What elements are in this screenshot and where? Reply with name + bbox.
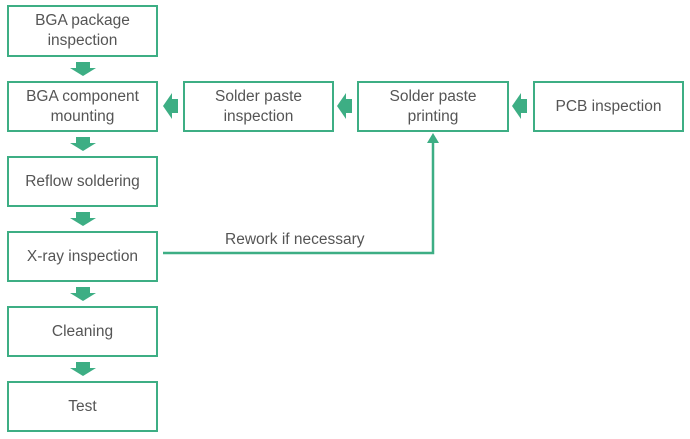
- arrow-down-5: [70, 362, 96, 376]
- arrow-down-1: [70, 62, 96, 76]
- arrow-left-2: [337, 93, 352, 119]
- arrow-left-3: [512, 93, 527, 119]
- step-xray-inspection: X-ray inspection: [7, 231, 158, 282]
- arrow-left-1: [163, 93, 178, 119]
- step-solder-paste-printing: Solder paste printing: [357, 81, 509, 132]
- step-cleaning: Cleaning: [7, 306, 158, 357]
- step-reflow-soldering: Reflow soldering: [7, 156, 158, 207]
- rework-arrowhead: [427, 133, 439, 143]
- step-pcb-inspection: PCB inspection: [533, 81, 684, 132]
- step-solder-paste-inspection: Solder paste inspection: [183, 81, 334, 132]
- arrow-down-4: [70, 287, 96, 301]
- rework-connector-line: [163, 142, 435, 255]
- rework-label: Rework if necessary: [225, 231, 365, 248]
- step-bga-package-inspection: BGA package inspection: [7, 5, 158, 57]
- arrow-down-3: [70, 212, 96, 226]
- step-test: Test: [7, 381, 158, 432]
- arrow-down-2: [70, 137, 96, 151]
- step-bga-component-mounting: BGA component mounting: [7, 81, 158, 132]
